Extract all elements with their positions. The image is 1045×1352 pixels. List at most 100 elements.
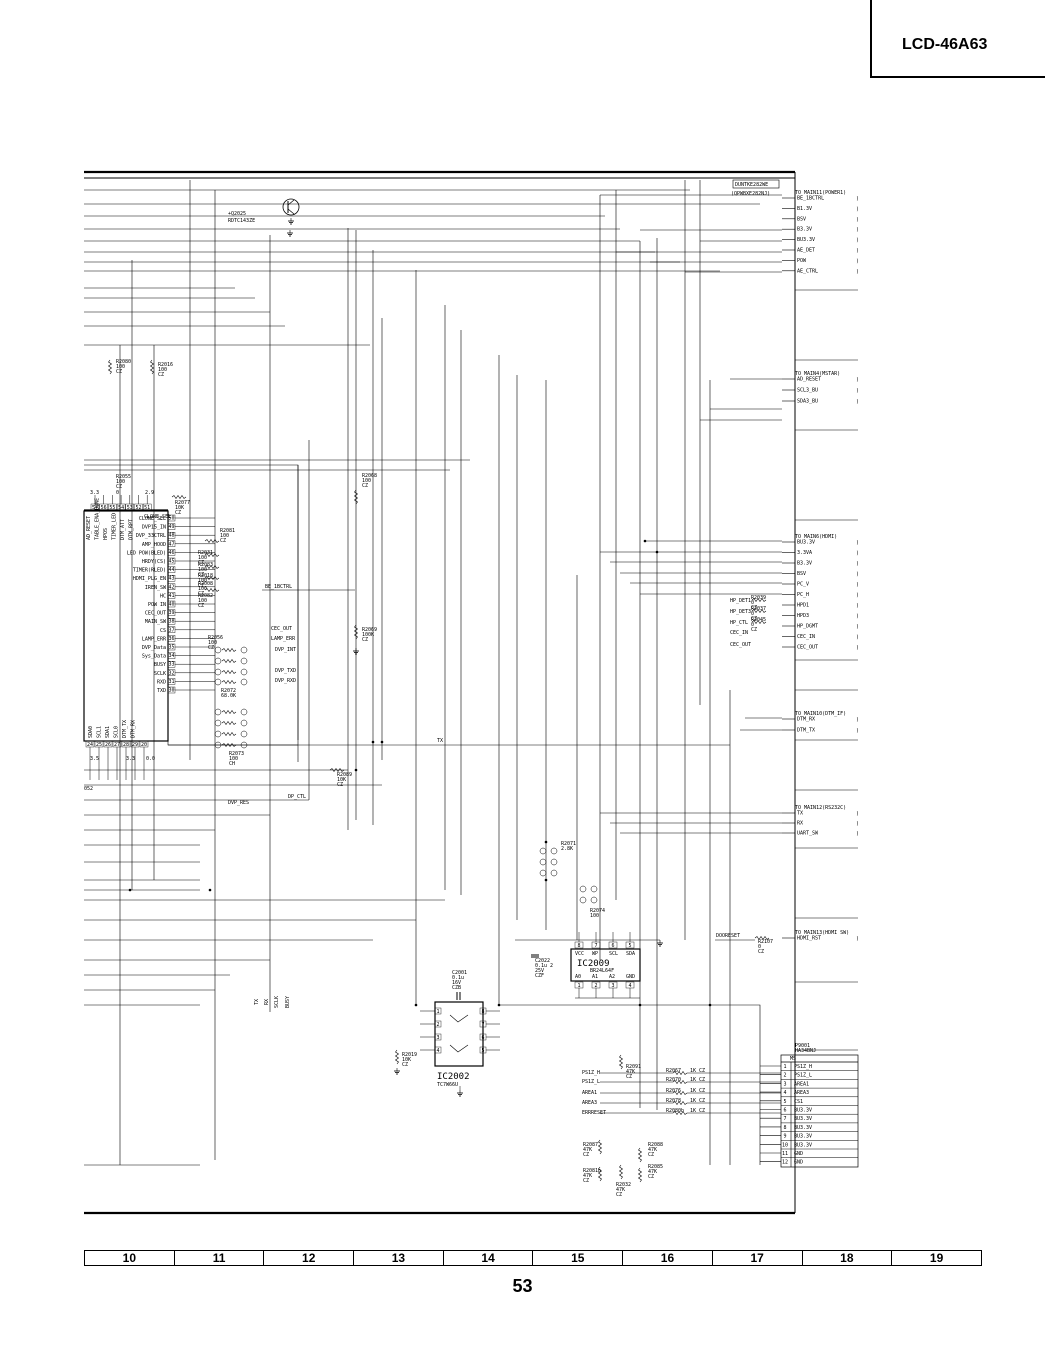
voltage-mark: 2.9 [145, 490, 154, 496]
ic2009-body [570, 948, 641, 982]
connector-pin-mark: ) [856, 561, 859, 567]
signal-label: AREA1 [582, 1090, 597, 1096]
resistor [221, 658, 237, 664]
resistor-type: CZ [362, 483, 368, 489]
resistor-type: CZ [583, 1178, 589, 1184]
grid-col: 11 [173, 1250, 265, 1266]
dtm-signal: DTM_RX [797, 717, 815, 723]
p9001-pin-signal: AREA1 [794, 1081, 809, 1087]
grid-col: 10 [84, 1250, 175, 1266]
p9001-pin-number: 5 [783, 1099, 786, 1105]
grid-col: 13 [353, 1250, 444, 1266]
resistor [204, 552, 220, 558]
resistor [221, 731, 237, 737]
ic2009-pin-number: 8 [577, 943, 580, 949]
signal-label: DVP_RES [228, 800, 249, 806]
resistor-value: 1K CZ [690, 1108, 705, 1114]
ic2009-pin-name: GND [626, 974, 635, 980]
mcu-pin-number: 40 [168, 602, 174, 608]
resistor-type: CZ [158, 372, 164, 378]
resistor [637, 1147, 643, 1163]
resistor-ref: R2107 [758, 939, 773, 945]
power1-signal: POW [797, 258, 807, 264]
capacitor-ref: C2022 [535, 958, 550, 964]
p9001-pin-number: 11 [782, 1151, 788, 1157]
resistor-ref: R2070 [666, 1077, 681, 1083]
signal-label: TX [254, 999, 260, 1005]
rs232-signal: UART_SW [797, 831, 819, 837]
resistor [637, 1167, 643, 1183]
mcu-pin-label: DVP15_IN [142, 525, 166, 531]
mcu-top-signal: DTM_ATT [120, 519, 126, 540]
resistor-array-pin [240, 657, 248, 665]
capacitor-value: 0.1u [452, 975, 464, 981]
mcu-pin-label: HDMI_PLG_EN [133, 576, 166, 582]
resistor-type: CZ [758, 949, 764, 955]
mcu-pin-number: 36 [168, 636, 174, 642]
grid-col: 16 [622, 1250, 713, 1266]
junction-dot [208, 888, 212, 892]
resistor-ref: R2008 [198, 581, 213, 587]
mcu-pin-label: TXD [157, 688, 166, 694]
mcu-pin-label: HC [160, 593, 166, 599]
resistor-value: 100 [590, 913, 599, 919]
mcu-pin-label: HRDY(CS) [142, 559, 166, 565]
resistor-type: CZ [198, 572, 204, 578]
resistor-value: 47K [616, 1187, 625, 1193]
ic2002-pin-number: 8 [481, 1009, 484, 1015]
resistor-type: CZ [626, 1074, 632, 1080]
resistor-ref: R2081b [583, 1168, 601, 1174]
resistor-array-pin [214, 646, 222, 654]
mcu-pin-number: 34 [168, 653, 174, 659]
hdmi-signal: 3.3VA [797, 550, 812, 556]
power1-signal: AE_DET [797, 248, 815, 254]
transistor-lead [287, 208, 295, 215]
resistor [751, 619, 767, 625]
resistor-ref: R2089 [337, 772, 352, 778]
p9001-pin-number: 1 [783, 1064, 786, 1070]
junction-dot [544, 840, 548, 844]
hdmi-signal: PC_H [797, 592, 809, 598]
ic2002-pin-number: 5 [481, 1048, 484, 1054]
connector-pin-mark: ) [856, 603, 859, 609]
p9001-pin-number: 12 [782, 1160, 788, 1166]
mcu-bottom-signal: SDA1 [105, 726, 111, 738]
mcu-top-pin-number: 51 [144, 505, 150, 511]
resistor-ref: R2080b [666, 1108, 684, 1114]
capacitor-value: 0.1u 2 [535, 963, 553, 969]
resistor-value: 47K [648, 1169, 657, 1175]
resistor-value: 10K [337, 777, 346, 783]
mcu-pin-number: 37 [168, 627, 174, 633]
hdmisw-title: TO MAIN13(HDMI SW) [795, 930, 849, 936]
resistor-value: 0 [751, 600, 754, 606]
resistor [221, 679, 237, 685]
resistor [672, 1100, 688, 1106]
resistor-value: 0 [758, 944, 761, 950]
p9001-pin-signal: GND [794, 1160, 803, 1166]
signal-label: CEC_OUT [271, 626, 292, 632]
connector-pin-mark: ) [856, 936, 859, 942]
mcu-pin-number: 42 [168, 584, 174, 590]
resistor [672, 1079, 688, 1085]
mcu-pin-number: 33 [168, 662, 174, 668]
resistor-array-pin [579, 885, 587, 893]
mcu-top-signal: DTM_RPT [129, 519, 135, 540]
signal-label: DVP_INT [275, 647, 296, 653]
ic2009-pin-name: VCC [575, 951, 584, 957]
mstar-signal: AD_RESET [797, 377, 821, 383]
voltage-mark: 0 [116, 490, 119, 496]
ic2009-pin-name: SCL [609, 951, 618, 957]
mcu-pin-number: 43 [168, 576, 174, 582]
resistor-ref: R2069 [362, 627, 377, 633]
junction-dot [544, 878, 548, 882]
resistor-type: CZ [616, 1192, 622, 1198]
connector-bracket [794, 847, 858, 919]
mcu-pin-number: 48 [168, 533, 174, 539]
connector-bracket [794, 289, 858, 361]
p9001-part: HA34BNJ [795, 1048, 816, 1054]
mcu-pin-label: MAIN_SW [145, 619, 167, 625]
signal-label: 052 [84, 786, 93, 792]
resistor-ref: R2018 [198, 573, 213, 579]
mcu-top-signal: TABLE_ENA_DONE [95, 498, 101, 540]
voltage-mark: 3.5 [90, 756, 99, 762]
